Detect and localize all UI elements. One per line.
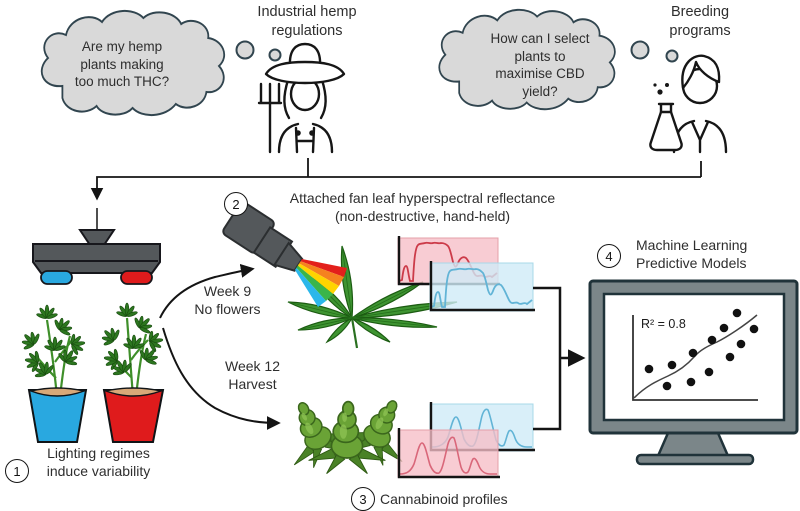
week12-label: Week 12 Harvest [205,357,300,393]
step-3-number-text: 3 [359,491,367,507]
farmer-thought-line3: too much THC? [74,74,170,90]
blue-pot [27,387,88,443]
breeding-label: Breeding programs [650,3,750,41]
step-1-number: 1 [5,459,29,483]
step-4-label-line1: Machine Learning [636,237,748,253]
week12-status: Harvest [228,376,277,393]
week9-label: Week 9 No flowers [180,282,275,318]
week9-status: No flowers [194,301,261,318]
thought-cloud-icon [40,10,282,116]
step-4-number-text: 4 [605,248,613,264]
week9-week: Week 9 [203,283,252,299]
step-1-label-line1: Lighting regimes [47,445,150,461]
step-1-label: Lighting regimes induce variability [36,444,161,480]
week12-arrow [162,327,281,430]
week9-arrow [159,263,255,319]
chromatogram-pink [397,428,500,479]
reflectance-chart-blue [429,261,535,312]
potted-hemp-plants-icon [16,302,166,443]
step-2-subtitle-line: (non-destructive, hand-held) [334,208,511,225]
scientist-flask-icon [649,54,728,154]
step-2-number: 2 [224,192,248,216]
farmer-thought-text: Are my hemp plants making too much THC? [57,38,187,91]
r-squared-label: R² = 0.8 [641,317,686,331]
scientist-thought-line3: maximise CBD [495,66,585,82]
week12-week: Week 12 [225,358,280,374]
top-connector-arrow [97,158,702,198]
step-4-label: Machine Learning Predictive Models [636,236,776,272]
step-2-number-text: 2 [232,196,240,212]
farmer-label: Industrial hemp regulations [237,3,377,41]
step-4-label-line2: Predictive Models [636,255,747,272]
blue-light [40,270,73,285]
step-3-label-text: Cannabinoid profiles [380,491,508,507]
scientist-thought-line4: yield? [522,83,558,99]
thought-cloud-icon [438,8,679,111]
farmer-thought-line1: Are my hemp [81,39,163,54]
model-scatter-plot [632,308,759,401]
red-light [120,270,153,285]
reflectance-spectra-charts [397,236,535,312]
scientist-thought-line2: plants to [514,48,566,64]
scientist-thought-line1: How can I select [490,31,590,46]
step-3-label: Cannabinoid profiles [380,490,550,508]
rainbow-beam [295,259,347,307]
cannabinoid-profile-charts [397,402,535,479]
step-1-label-line2: induce variability [46,463,151,480]
step-2-title: Attached fan leaf hyperspectral reflecta… [265,189,580,225]
step-2-title-line: Attached fan leaf hyperspectral reflecta… [289,190,556,206]
charts-to-model-connector [533,286,586,431]
computer-monitor-icon [588,279,799,466]
scientist-thought-text: How can I select plants to maximise CBD … [480,30,600,100]
farmer-thought-line2: plants making [80,56,164,72]
red-pot [102,387,165,443]
breeding-label-line1: Breeding [670,4,730,20]
farmer-label-line2: regulations [271,22,343,39]
r-squared-value: R² = 0.8 [641,317,686,331]
breeding-label-line2: programs [669,22,731,39]
farmer-label-line1: Industrial hemp [257,4,357,20]
grow-light-icon [32,208,161,285]
step-4-number: 4 [597,244,621,268]
step-1-number-text: 1 [13,463,21,479]
step-3-number: 3 [351,487,375,511]
farmer-person-icon [257,42,346,154]
